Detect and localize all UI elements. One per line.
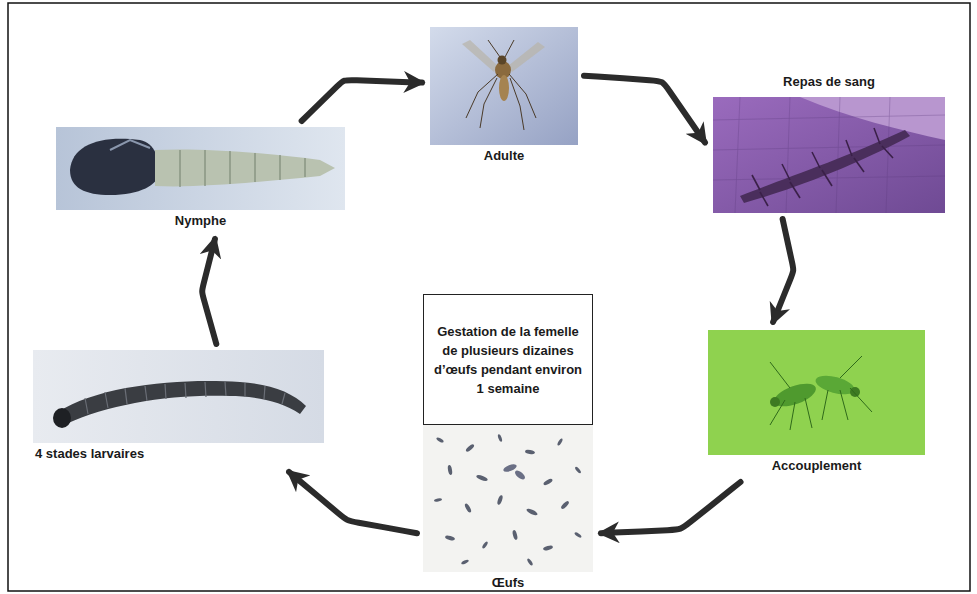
cycle-arrow	[202, 239, 216, 344]
cycle-arrow	[601, 482, 741, 533]
eggs-photo	[423, 425, 593, 572]
stage-caption: Nymphe	[56, 211, 345, 231]
note-box: Gestation de la femelle de plusieurs diz…	[423, 294, 593, 425]
stage-caption: Repas de sang	[713, 72, 945, 92]
stage-panel: Gestation de la femelle de plusieurs diz…	[423, 294, 593, 593]
stage-panel: Nymphe	[56, 127, 345, 231]
blood-meal-photo	[713, 97, 945, 213]
stage-caption: Œufs	[423, 573, 593, 593]
adult-photo	[430, 27, 578, 145]
cycle-arrow	[584, 76, 705, 143]
stage-panel: Accouplement	[708, 330, 925, 476]
pupa-photo	[56, 127, 345, 210]
cycle-arrow	[773, 219, 793, 322]
cycle-arrow	[289, 472, 417, 533]
photo-frame	[708, 330, 925, 455]
photo-frame	[423, 425, 593, 572]
photo-frame	[713, 97, 945, 213]
stage-caption: Accouplement	[708, 456, 925, 476]
stage-caption: 4 stades larvaires	[33, 444, 324, 464]
mating-photo	[708, 330, 925, 455]
stage-panel: 4 stades larvaires	[33, 350, 324, 464]
larva-photo	[33, 350, 324, 443]
cycle-arrow	[302, 80, 422, 121]
stage-panel: Repas de sang	[713, 72, 945, 213]
photo-frame	[33, 350, 324, 443]
outer-frame	[8, 3, 970, 591]
stage-panel: Adulte	[430, 27, 578, 166]
stage-caption: Adulte	[430, 146, 578, 166]
photo-frame	[56, 127, 345, 210]
photo-frame	[430, 27, 578, 145]
